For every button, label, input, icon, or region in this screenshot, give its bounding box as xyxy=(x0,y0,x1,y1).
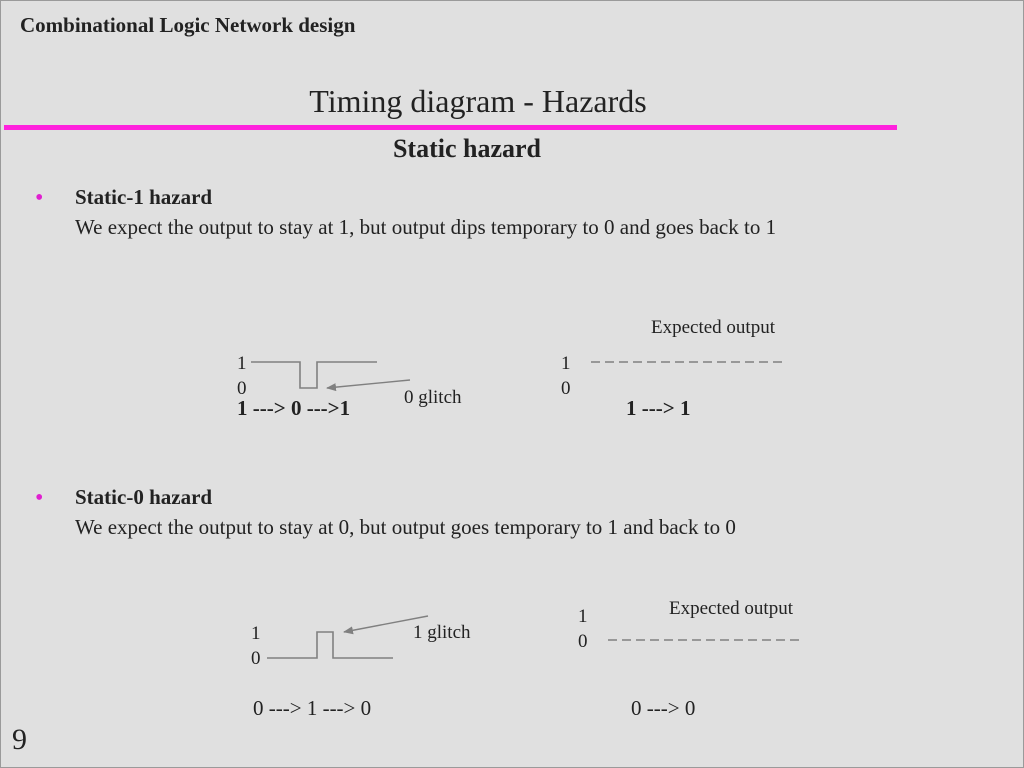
static1-expected-low-label: 0 xyxy=(561,378,571,399)
static1-actual-high-label: 1 xyxy=(237,353,247,374)
bullet-marker: • xyxy=(35,485,44,511)
static0-actual-low-label: 0 xyxy=(251,648,261,669)
static1-description: We expect the output to stay at 1, but o… xyxy=(75,215,777,239)
static1-expected-caption: 1 ---> 1 xyxy=(626,396,691,420)
static0-expected-low-label: 0 xyxy=(578,631,588,652)
static0-actual-waveform xyxy=(267,631,393,659)
static1-actual-caption: 1 ---> 0 --->1 xyxy=(237,396,351,420)
static0-expected-high-label: 1 xyxy=(578,606,588,627)
static0-actual-caption: 0 ---> 1 ---> 0 xyxy=(253,696,372,720)
slide-subtitle: Static hazard xyxy=(392,134,542,163)
bullet-marker: • xyxy=(35,185,44,211)
static0-glitch-label: 1 glitch xyxy=(413,622,471,643)
static0-actual-high-label: 1 xyxy=(251,623,261,644)
static1-actual-low-label: 0 xyxy=(237,378,247,399)
static1-actual-waveform xyxy=(251,361,377,389)
static1-expected-title: Expected output xyxy=(651,317,775,338)
static0-title: Static-0 hazard xyxy=(75,485,213,509)
static1-title: Static-1 hazard xyxy=(75,185,213,209)
static1-glitch-label: 0 glitch xyxy=(404,387,462,408)
slide-header: Combinational Logic Network design xyxy=(20,13,356,37)
page-number: 9 xyxy=(12,723,27,756)
static0-expected-caption: 0 ---> 0 xyxy=(631,696,696,720)
slide-title: Timing diagram - Hazards xyxy=(309,83,647,119)
static0-glitch-arrow xyxy=(343,615,429,635)
title-divider xyxy=(4,125,897,130)
static1-glitch-arrow xyxy=(326,379,411,392)
static0-expected-title: Expected output xyxy=(669,598,793,619)
static0-description: We expect the output to stay at 0, but o… xyxy=(75,515,736,539)
static1-expected-high-label: 1 xyxy=(561,353,571,374)
